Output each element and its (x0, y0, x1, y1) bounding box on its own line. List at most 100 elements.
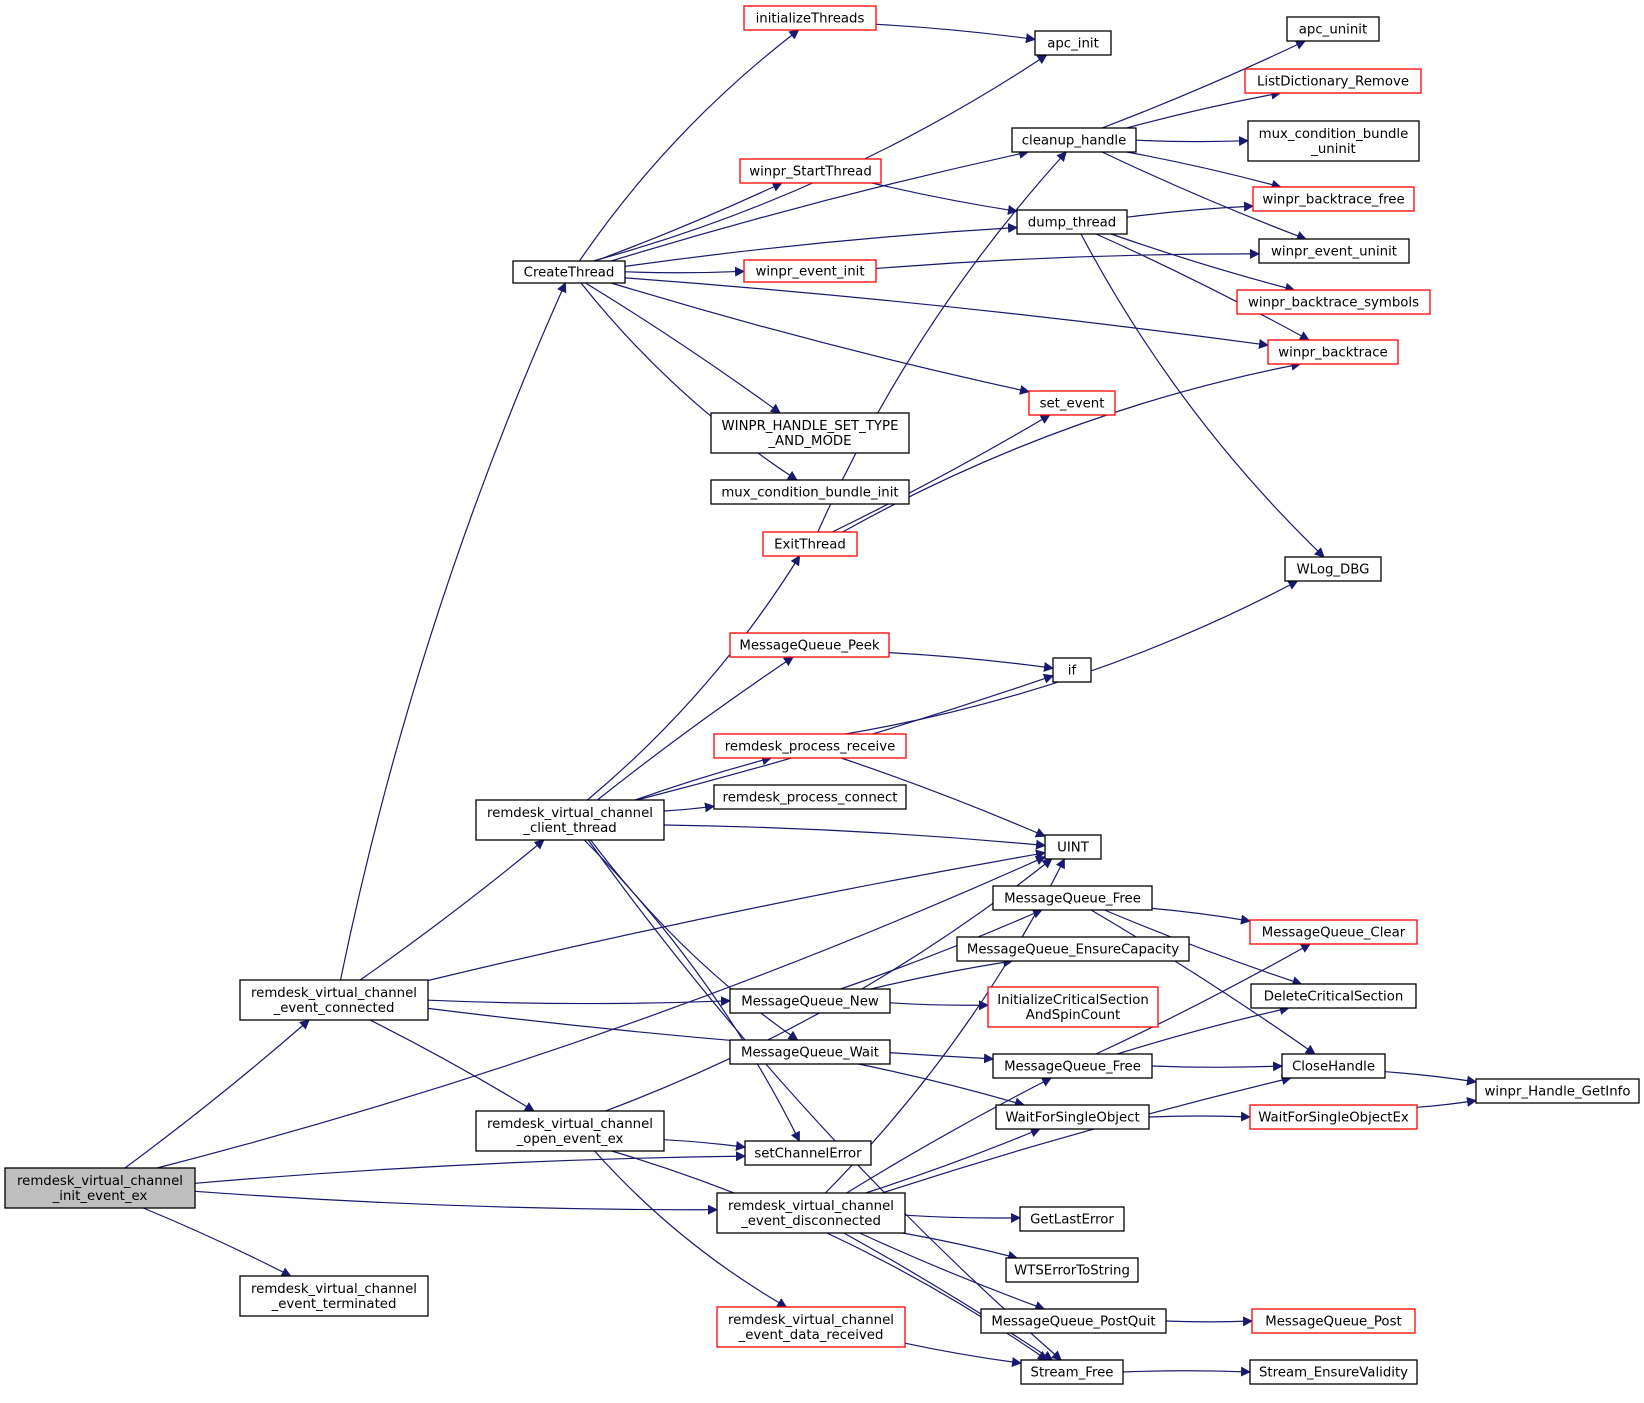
node-winpr_backtrace[interactable]: winpr_backtrace (1267, 339, 1399, 365)
node-label: cleanup_handle (1022, 134, 1127, 149)
node-label: MessageQueue_PostQuit (991, 1315, 1155, 1330)
node-cleanup_handle[interactable]: cleanup_handle (1011, 127, 1137, 153)
edge-event_connected-to-MessageQueue_New (427, 996, 731, 1007)
edge-client_thread-to-MessageQueue_Peek (597, 656, 794, 801)
node-box (729, 988, 891, 1014)
node-box (716, 1306, 906, 1348)
node-label: remdesk_process_connect (723, 791, 898, 806)
node-label: ListDictionary_Remove (1257, 75, 1409, 90)
edge-open_event_ex-to-setChannelError (663, 1139, 746, 1151)
node-box (4, 1167, 196, 1209)
node-box (743, 5, 877, 31)
node-winpr_backtrace_symbols[interactable]: winpr_backtrace_symbols (1236, 289, 1431, 315)
node-DeleteCriticalSection[interactable]: DeleteCriticalSection (1250, 983, 1417, 1009)
node-winpr_event_init[interactable]: winpr_event_init (743, 259, 877, 283)
node-mux_condition_bundle_init[interactable]: mux_condition_bundle_init (710, 479, 910, 505)
node-MessageQueue_New[interactable]: MessageQueue_New (729, 988, 891, 1014)
node-label: MessageQueue_Free (1004, 1060, 1141, 1075)
node-label: winpr_Handle_GetInfo (1485, 1085, 1631, 1100)
node-box (1475, 1078, 1640, 1104)
edge-client_thread-to-remdesk_process_receive (634, 755, 773, 801)
node-event_disconnected[interactable]: remdesk_virtual_channel_event_disconnect… (716, 1192, 906, 1234)
node-winpr_Handle_GetInfo[interactable]: winpr_Handle_GetInfo (1475, 1078, 1640, 1104)
node-WaitForSingleObjectEx[interactable]: WaitForSingleObjectEx (1249, 1104, 1418, 1130)
node-MessageQueue_Post[interactable]: MessageQueue_Post (1251, 1308, 1416, 1334)
node-MessageQueue_PostQuit[interactable]: MessageQueue_PostQuit (980, 1308, 1167, 1334)
node-apc_init[interactable]: apc_init (1034, 30, 1112, 56)
edge-cleanup_handle-to-apc_uninit (1101, 40, 1306, 129)
node-label: winpr_event_init (755, 265, 864, 280)
node-set_event[interactable]: set_event (1028, 390, 1116, 416)
node-MessageQueue_Clear[interactable]: MessageQueue_Clear (1249, 919, 1418, 945)
node-event_data_received[interactable]: remdesk_virtual_channel_event_data_recei… (716, 1306, 906, 1348)
node-box (710, 479, 910, 505)
node-label: WaitForSingleObjectEx (1258, 1111, 1409, 1126)
node-box (1019, 1206, 1125, 1232)
node-label: apc_uninit (1299, 23, 1367, 38)
node-label: remdesk_virtual_channel (728, 1313, 894, 1328)
node-label: winpr_StartThread (749, 165, 872, 180)
edge-client_thread-to-setChannelError (583, 839, 800, 1142)
node-box (1249, 1104, 1418, 1130)
node-open_event_ex[interactable]: remdesk_virtual_channel_open_event_ex (475, 1110, 665, 1152)
node-mux_condition_bundle_uninit[interactable]: mux_condition_bundle_uninit (1247, 120, 1420, 162)
node-MessageQueue_Peek[interactable]: MessageQueue_Peek (729, 632, 890, 658)
node-WLog_DBG[interactable]: WLog_DBG (1284, 556, 1382, 582)
edge-event_disconnected-to-WTSErrorToString (902, 1232, 1019, 1261)
node-CreateThread[interactable]: CreateThread (512, 260, 626, 284)
node-client_thread[interactable]: remdesk_virtual_channel_client_thread (475, 799, 665, 841)
node-if[interactable]: if (1052, 657, 1092, 683)
edge-client_thread-to-ExitThread (587, 555, 801, 801)
edge-client_thread-to-remdesk_process_connect (663, 802, 715, 813)
node-MessageQueue_Free_2[interactable]: MessageQueue_Free (992, 1053, 1153, 1079)
node-dump_thread[interactable]: dump_thread (1016, 209, 1128, 235)
node-UINT[interactable]: UINT (1044, 834, 1102, 860)
node-label: dump_thread (1028, 216, 1117, 231)
node-event_connected[interactable]: remdesk_virtual_channel_event_connected (239, 979, 429, 1021)
node-winpr_StartThread[interactable]: winpr_StartThread (739, 158, 882, 184)
node-GetLastError[interactable]: GetLastError (1019, 1206, 1125, 1232)
edge-event_connected-to-MessageQueue_Free_2 (427, 1007, 994, 1064)
node-box (713, 733, 907, 759)
node-WTSErrorToString[interactable]: WTSErrorToString (1005, 1257, 1139, 1283)
node-label: Stream_Free (1031, 1366, 1114, 1381)
node-MessageQueue_Free_1[interactable]: MessageQueue_Free (992, 885, 1153, 911)
edge-init_event_ex-to-event_terminated (143, 1207, 292, 1277)
edge-CreateThread-to-mux_condition_bundle_init (580, 282, 798, 481)
node-WINPR_HANDLE_SET_TYPE[interactable]: WINPR_HANDLE_SET_TYPE_AND_MODE (710, 412, 910, 454)
node-label: WLog_DBG (1297, 563, 1370, 578)
node-box (992, 885, 1153, 911)
node-label: _AND_MODE (767, 434, 851, 449)
node-remdesk_process_connect[interactable]: remdesk_process_connect (713, 784, 907, 810)
node-box (1249, 919, 1418, 945)
edge-cleanup_handle-to-ListDictionary_Remove (1126, 89, 1282, 129)
node-winpr_backtrace_free[interactable]: winpr_backtrace_free (1252, 186, 1415, 212)
node-ExitThread[interactable]: ExitThread (762, 531, 858, 557)
node-MessageQueue_EnsureCapacity[interactable]: MessageQueue_EnsureCapacity (956, 936, 1190, 962)
node-CloseHandle[interactable]: CloseHandle (1281, 1053, 1386, 1079)
node-box (987, 986, 1159, 1028)
node-label: GetLastError (1030, 1213, 1114, 1228)
node-label: WINPR_HANDLE_SET_TYPE (722, 419, 899, 434)
edge-MessageQueue_PostQuit-to-MessageQueue_Post (1165, 1316, 1253, 1327)
node-winpr_event_uninit[interactable]: winpr_event_uninit (1258, 238, 1410, 264)
edge-event_connected-to-UINT (427, 849, 1046, 982)
node-WaitForSingleObject[interactable]: WaitForSingleObject (995, 1104, 1150, 1130)
node-Stream_EnsureValidity[interactable]: Stream_EnsureValidity (1249, 1359, 1418, 1385)
node-init_event_ex[interactable]: remdesk_virtual_channel_init_event_ex (4, 1167, 196, 1209)
edge-init_event_ex-to-setChannelError (194, 1151, 746, 1184)
node-Stream_Free[interactable]: Stream_Free (1020, 1359, 1124, 1385)
node-apc_uninit[interactable]: apc_uninit (1286, 16, 1380, 42)
node-label: _open_event_ex (516, 1132, 624, 1147)
node-label: _event_data_received (738, 1328, 884, 1343)
node-remdesk_process_receive[interactable]: remdesk_process_receive (713, 733, 907, 759)
node-label: winpr_backtrace_free (1262, 193, 1404, 208)
node-initializeThreads[interactable]: initializeThreads (743, 5, 877, 31)
node-ListDictionary_Remove[interactable]: ListDictionary_Remove (1244, 68, 1422, 94)
node-event_terminated[interactable]: remdesk_virtual_channel_event_terminated (239, 1275, 429, 1317)
node-setChannelError[interactable]: setChannelError (744, 1140, 872, 1166)
node-MessageQueue_Wait[interactable]: MessageQueue_Wait (729, 1039, 891, 1065)
edge-MessageQueue_Free_2-to-DeleteCriticalSection (1117, 1005, 1290, 1055)
